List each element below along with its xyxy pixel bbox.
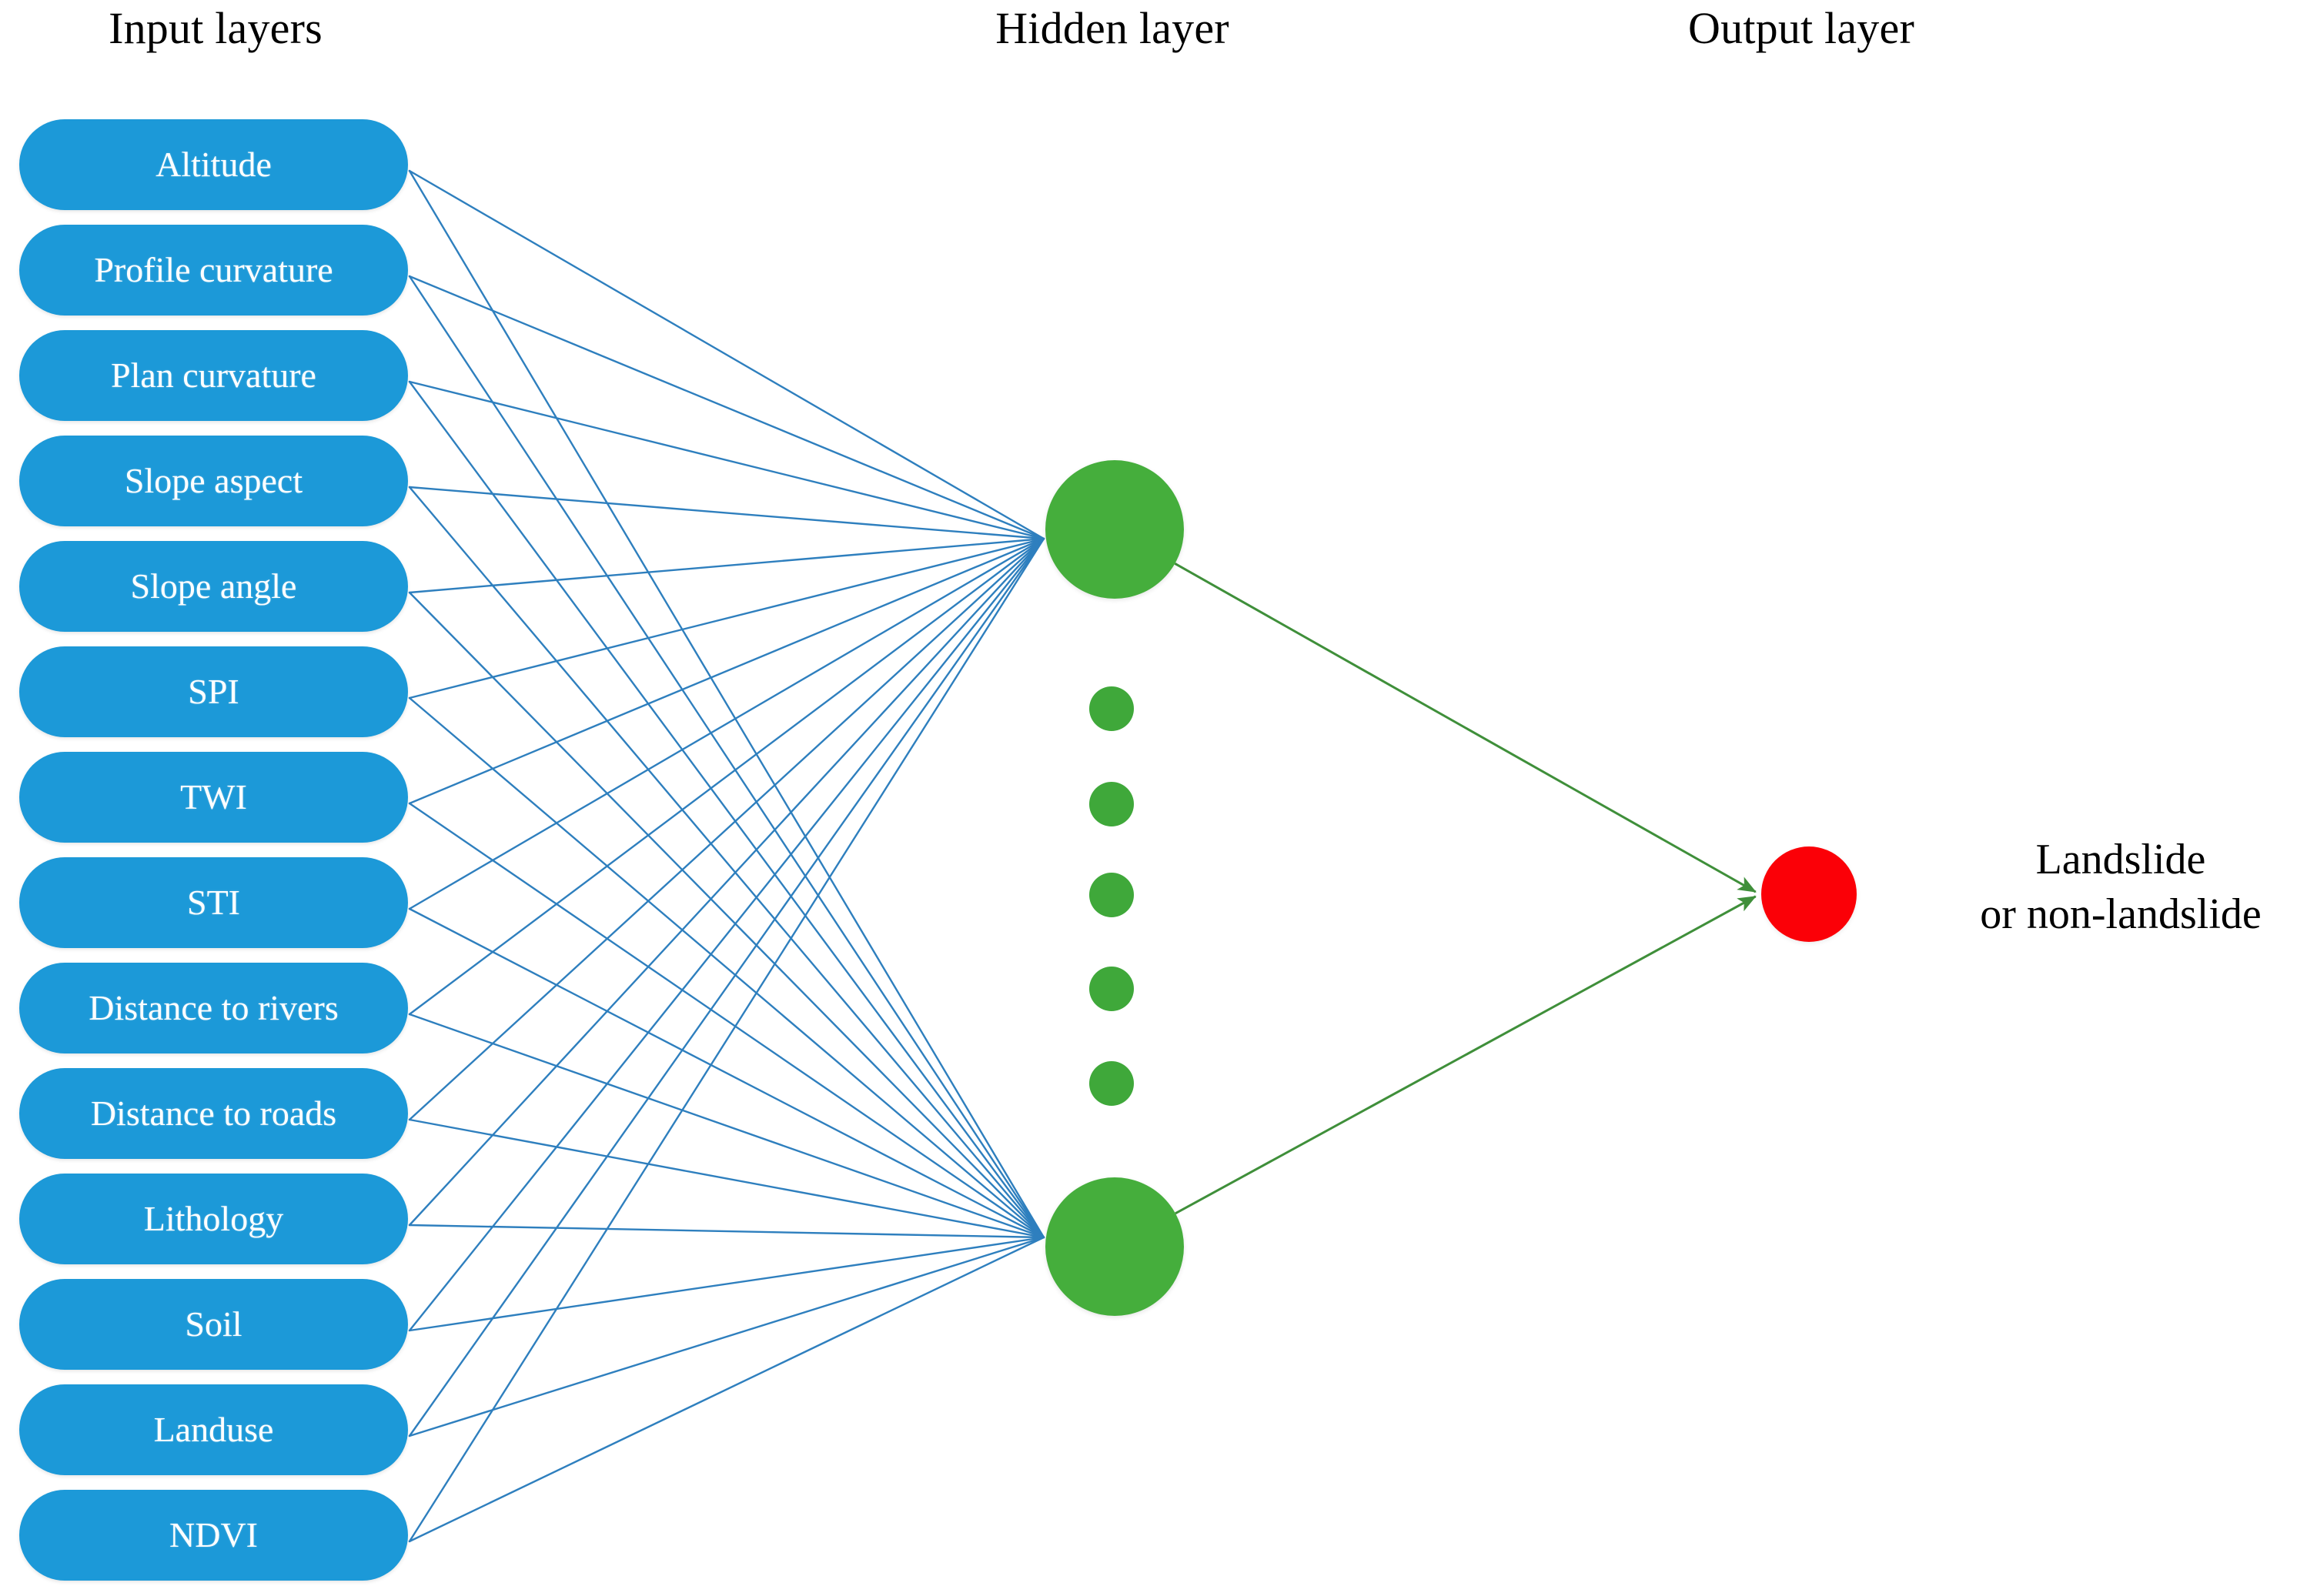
input-layer-box[interactable]: Soil bbox=[19, 1279, 408, 1370]
input-to-hidden-edge bbox=[408, 486, 1045, 540]
input-to-hidden-edge bbox=[408, 537, 1045, 1121]
input-to-hidden-edge bbox=[408, 380, 1045, 1239]
input-to-hidden-edge bbox=[408, 537, 1045, 1437]
output-caption-line-2: or non-landslide bbox=[1980, 890, 2262, 938]
input-layer-box-label: Distance to rivers bbox=[89, 988, 339, 1027]
input-to-hidden-edge bbox=[408, 537, 1045, 1543]
input-to-hidden-edge bbox=[408, 1236, 1045, 1332]
input-to-hidden-edge bbox=[408, 907, 1045, 1239]
input-to-hidden-edge bbox=[408, 802, 1045, 1239]
hidden-node-ellipsis-dot-1 bbox=[1089, 686, 1134, 731]
input-to-hidden-edge bbox=[408, 537, 1045, 805]
input-layer-box-label: Distance to roads bbox=[90, 1093, 337, 1133]
input-layer-box-label: SPI bbox=[188, 672, 239, 711]
input-layer-box[interactable]: SPI bbox=[19, 646, 408, 737]
input-to-hidden-edge bbox=[408, 380, 1045, 540]
hidden-node-top[interactable] bbox=[1045, 460, 1184, 599]
input-layer-box[interactable]: Distance to rivers bbox=[19, 963, 408, 1053]
hidden-node-ellipsis-dot-5 bbox=[1089, 1061, 1134, 1106]
input-layer-box-label: Plan curvature bbox=[111, 356, 316, 395]
input-layer-box-label: Slope angle bbox=[130, 566, 297, 606]
input-to-hidden-edge bbox=[408, 1236, 1045, 1437]
input-layer-box[interactable]: Distance to roads bbox=[19, 1068, 408, 1159]
input-to-hidden-edge bbox=[408, 1224, 1045, 1239]
input-layer-box-label: Altitude bbox=[155, 145, 272, 184]
input-layer-box[interactable]: Landuse bbox=[19, 1384, 408, 1475]
hidden-to-output-edges bbox=[1174, 563, 1757, 1215]
output-caption-line-1: Landslide bbox=[2035, 836, 2206, 883]
input-to-hidden-edge bbox=[408, 591, 1045, 1239]
input-to-hidden-edge bbox=[408, 537, 1045, 910]
output-caption: Landslide or non-landslide bbox=[1924, 833, 2317, 941]
input-to-hidden-edge bbox=[408, 537, 1045, 700]
input-layer-box[interactable]: Slope angle bbox=[19, 541, 408, 632]
input-to-hidden-edge bbox=[408, 696, 1045, 1239]
hidden-to-output-edge-2 bbox=[1175, 895, 1757, 1215]
input-layer-box[interactable]: Lithology bbox=[19, 1174, 408, 1264]
input-layer-box[interactable]: TWI bbox=[19, 752, 408, 843]
input-to-hidden-edges bbox=[408, 169, 1045, 1543]
input-layer-box[interactable]: Plan curvature bbox=[19, 330, 408, 421]
input-layer-box[interactable]: Altitude bbox=[19, 119, 408, 210]
input-layer-box[interactable]: STI bbox=[19, 857, 408, 948]
input-layer-box-label: NDVI bbox=[169, 1515, 258, 1554]
input-layer-box-label: Landuse bbox=[153, 1410, 274, 1449]
input-layer-box-label: Profile curvature bbox=[94, 250, 333, 289]
input-to-hidden-edge bbox=[408, 486, 1045, 1239]
input-to-hidden-edge bbox=[408, 537, 1045, 1016]
hidden-node-ellipsis-dot-2 bbox=[1089, 782, 1134, 826]
input-layer-box[interactable]: NDVI bbox=[19, 1490, 408, 1581]
input-layer-box-label: Slope aspect bbox=[124, 461, 303, 500]
input-to-hidden-edge bbox=[408, 275, 1045, 540]
hidden-node-ellipsis-dot-4 bbox=[1089, 967, 1134, 1011]
input-layer-box[interactable]: Slope aspect bbox=[19, 436, 408, 526]
input-to-hidden-edge bbox=[408, 169, 1045, 1239]
hidden-node-bottom[interactable] bbox=[1045, 1177, 1184, 1316]
input-layer-box-label: Lithology bbox=[143, 1199, 284, 1238]
input-layer-box-label: TWI bbox=[180, 777, 247, 816]
hidden-to-output-edge-1 bbox=[1174, 563, 1757, 893]
input-to-hidden-edge bbox=[408, 169, 1045, 540]
input-layer-box-label: Soil bbox=[185, 1304, 242, 1344]
input-to-hidden-edge bbox=[408, 537, 1045, 1227]
input-to-hidden-edge bbox=[408, 537, 1045, 594]
input-to-hidden-edge bbox=[408, 1236, 1045, 1543]
input-to-hidden-edge bbox=[408, 275, 1045, 1239]
input-to-hidden-edge bbox=[408, 1013, 1045, 1239]
input-layers-heading: Input layers bbox=[109, 3, 323, 53]
input-to-hidden-edge bbox=[408, 1118, 1045, 1239]
hidden-node-ellipsis-dot-3 bbox=[1089, 873, 1134, 917]
hidden-layer-heading: Hidden layer bbox=[995, 3, 1229, 53]
input-to-hidden-edge bbox=[408, 537, 1045, 1332]
input-layer-box-label: STI bbox=[187, 883, 240, 922]
input-layer-box[interactable]: Profile curvature bbox=[19, 225, 408, 316]
output-node[interactable] bbox=[1761, 846, 1857, 942]
output-layer-heading: Output layer bbox=[1688, 3, 1914, 53]
